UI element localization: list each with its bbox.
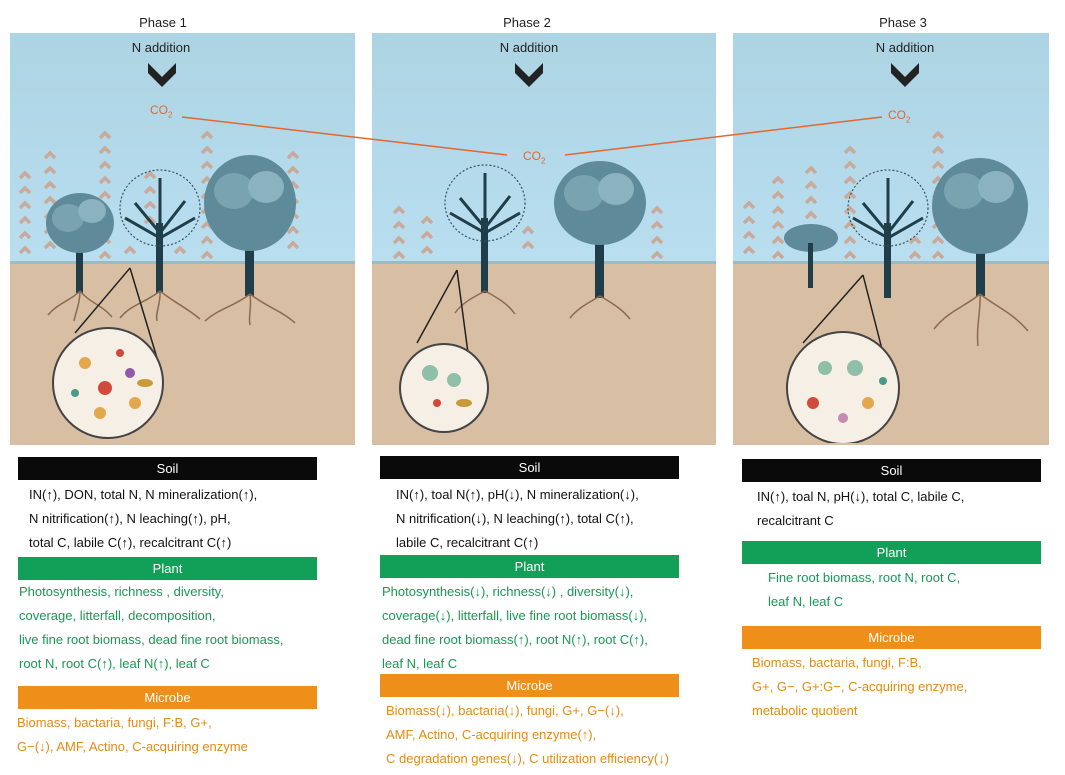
soil-line: N nitrification(↓), N leaching(↑), total…	[396, 511, 634, 526]
microbe-line: Biomass, bactaria, fungi, F:B,	[752, 655, 922, 670]
n-addition-label: N addition	[131, 40, 191, 55]
microbe-header: Microbe	[380, 674, 679, 697]
n-addition-label: N addition	[499, 40, 559, 55]
leafy-tree-icon	[554, 161, 646, 320]
co2-label: CO2	[888, 108, 911, 125]
down-arrow-icon	[891, 63, 919, 87]
microbe-magnifier	[786, 274, 900, 443]
plant-header: Plant	[380, 555, 679, 578]
phase-1-title: Phase 1	[139, 15, 187, 30]
co2-connector-line	[181, 116, 883, 156]
plant-line: live fine root biomass, dead fine root b…	[19, 632, 284, 647]
bare-tree-icon	[444, 164, 526, 315]
co2-label: CO2	[150, 103, 173, 120]
leafy-tree-icon	[932, 158, 1029, 347]
microbe-line: G+, G−, G+:G−, C-acquiring enzyme,	[752, 679, 968, 694]
microbe-line: G−(↓), AMF, Actino, C-acquiring enzyme	[17, 739, 248, 754]
plant-line: Fine root biomass, root N, root C,	[768, 570, 961, 585]
soil-header: Soil	[742, 459, 1041, 482]
plant-header: Plant	[742, 541, 1041, 564]
soil-header: Soil	[380, 456, 679, 479]
microbe-line: C degradation genes(↓), C utilization ef…	[386, 751, 670, 766]
plant-line: Photosynthesis, richness , diversity,	[19, 584, 224, 599]
phase-3-scene: N addition CO2	[733, 33, 1049, 445]
plant-line: root N, root C(↑), leaf N(↑), leaf C	[19, 656, 210, 671]
microbe-line: Biomass(↓), bactaria(↓), fungi, G+, G−(↓…	[386, 703, 624, 718]
microbes-icon	[422, 365, 472, 407]
leafy-tree-icon	[46, 193, 114, 322]
microbe-line: metabolic quotient	[752, 703, 858, 718]
down-arrow-icon	[148, 63, 176, 87]
soil-line: IN(↑), toal N(↑), pH(↓), N mineralizatio…	[396, 487, 639, 502]
plant-line: coverage(↓), litterfall, live fine root …	[382, 608, 648, 623]
plant-line: dead fine root biomass(↑), root N(↑), ro…	[382, 632, 648, 647]
phase-3-title: Phase 3	[879, 15, 927, 30]
phase-2-title: Phase 2	[503, 15, 551, 30]
soil-line: labile C, recalcitrant C(↑)	[396, 535, 539, 550]
soil-line: N nitrification(↑), N leaching(↑), pH,	[29, 511, 231, 526]
acacia-tree-icon	[784, 224, 838, 288]
soil-line: total C, labile C(↑), recalcitrant C(↑)	[29, 535, 232, 550]
microbe-header: Microbe	[18, 686, 317, 709]
bare-tree-icon	[119, 169, 201, 322]
plant-line: leaf N, leaf C	[382, 656, 458, 671]
plant-line: leaf N, leaf C	[768, 594, 844, 609]
microbe-line: Biomass, bactaria, fungi, F:B, G+,	[17, 715, 212, 730]
soil-header: Soil	[18, 457, 317, 480]
co2-label: CO2	[523, 149, 546, 166]
plant-line: coverage, litterfall, decomposition,	[19, 608, 216, 623]
bare-tree-icon	[847, 169, 929, 298]
microbe-magnifier	[399, 269, 489, 433]
plant-header: Plant	[18, 557, 317, 580]
down-arrow-icon	[515, 63, 543, 87]
soil-line: IN(↑), DON, total N, N mineralization(↑)…	[29, 487, 258, 502]
soil-line: recalcitrant C	[757, 513, 834, 528]
phase-1-scene: N addition CO2	[10, 33, 355, 445]
microbes-icon	[807, 360, 887, 423]
phase-2-scene: N addition CO2	[372, 33, 716, 445]
microbe-header: Microbe	[742, 626, 1041, 649]
soil-line: IN(↑), toal N, pH(↓), total C, labile C,	[757, 489, 965, 504]
microbe-line: AMF, Actino, C-acquiring enzyme(↑),	[386, 727, 597, 742]
leafy-tree-icon	[204, 155, 296, 326]
microbes-icon	[71, 349, 153, 419]
plant-line: Photosynthesis(↓), richness(↓) , diversi…	[382, 584, 634, 599]
n-addition-label: N addition	[875, 40, 935, 55]
microbe-magnifier	[52, 267, 164, 439]
